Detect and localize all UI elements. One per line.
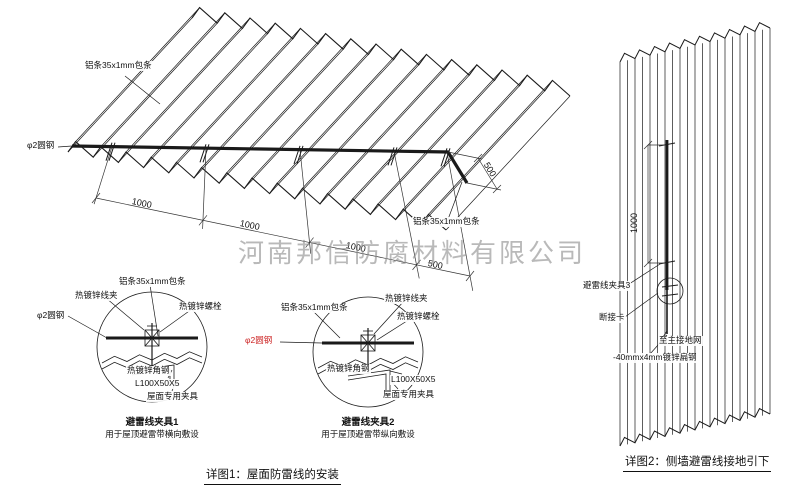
d1-label-phi2: φ2圆钢	[36, 310, 66, 321]
d1-label-al-strip: 铝条35x1mm包条	[118, 276, 187, 287]
wall-downlead	[656, 140, 684, 334]
d2-label-al-strip: 铝条35x1mm包条	[280, 302, 349, 313]
d1-title: 避雷线夹具1	[125, 417, 179, 428]
wall-dim-label-1000: 1000	[629, 212, 639, 233]
d2-label-angle-spec: L100X50X5	[390, 374, 437, 385]
d1-label-angle-spec: L100X50X5	[134, 378, 181, 389]
d1-label-roof-clamp: 屋面专用夹具	[146, 391, 200, 402]
d1-subtitle: 用于屋顶避雷带横向敷设	[105, 429, 199, 439]
wall-corrugated-sheet	[619, 22, 771, 447]
roof-corrugated-sheet	[67, 6, 571, 231]
d1-label-angle: 热镀锌角钢	[126, 365, 171, 376]
label-phi2-main: φ2圆钢	[26, 140, 56, 151]
caption-detail-2: 详图2：侧墙避雷线接地引下	[623, 453, 772, 472]
d2-label-roof-clamp: 屋面专用夹具	[382, 389, 436, 400]
wall-label-clamp3: 避雷线夹具3	[582, 280, 632, 291]
wall-label-break-card: 断接卡	[598, 312, 626, 323]
label-al-strip-right: 铝条35x1mm包条	[412, 216, 481, 227]
d1-label-clamp: 热镀锌线夹	[74, 290, 119, 301]
d2-title: 避雷线夹具2	[341, 417, 395, 428]
wall-label-to-ground: 至主接地网	[658, 335, 703, 346]
d2-label-angle: 热镀锌角钢	[326, 363, 371, 374]
label-al-strip-top: 铝条35x1mm包条	[84, 60, 153, 71]
wall-dimension	[643, 140, 665, 268]
d2-label-clamp: 热镀锌线夹	[384, 293, 429, 304]
wall-label-flat-steel: -40mmx4mm镀锌扁钢	[612, 352, 698, 363]
d2-label-bolt: 热镀锌螺栓	[396, 311, 441, 322]
d2-subtitle: 用于屋顶避雷带纵向敷设	[321, 429, 415, 439]
caption-detail-1: 详图1：屋面防雷线的安装	[204, 466, 341, 485]
d2-label-phi2: φ2圆钢	[244, 335, 274, 346]
d1-label-bolt: 热镀锌螺栓	[178, 301, 223, 312]
